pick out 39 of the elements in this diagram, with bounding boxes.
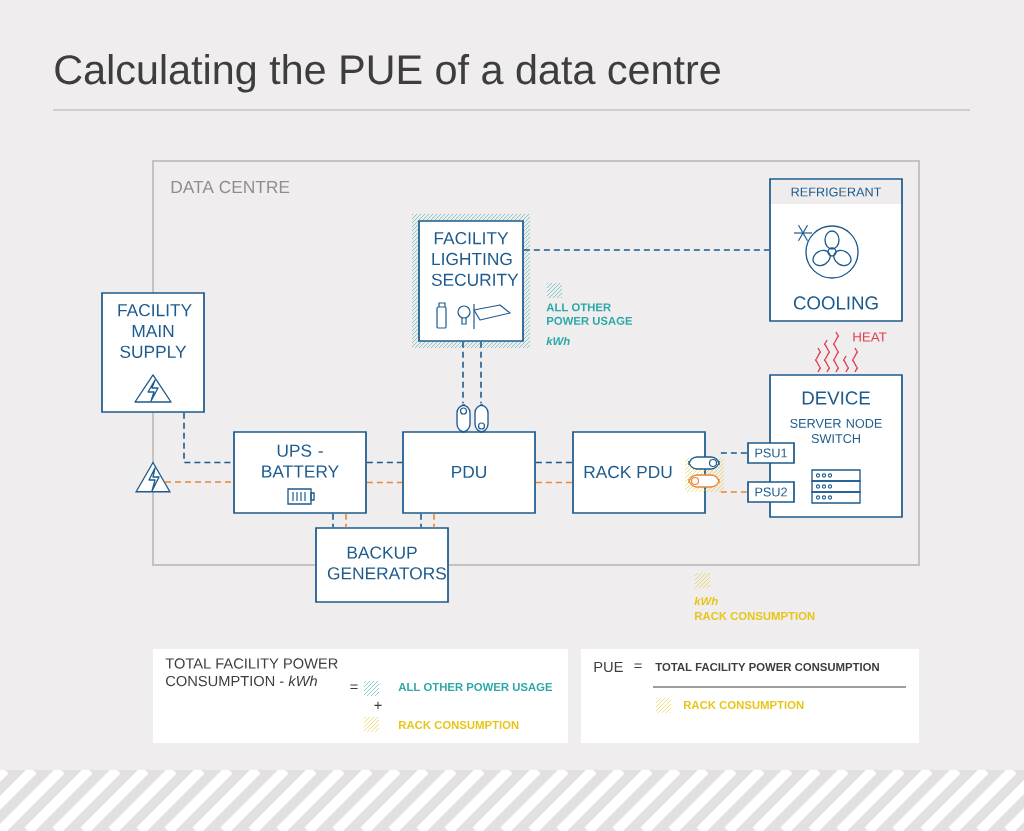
formula-term: TOTAL FACILITY POWER CONSUMPTION — [655, 663, 879, 671]
equals-sign: = — [350, 684, 358, 690]
psu-box: PSU2 — [747, 481, 795, 503]
unit-label: kWh — [546, 336, 570, 346]
title: Calculating the PUE of a data centre — [55, 54, 720, 93]
connector-line — [462, 341, 464, 404]
facility-box: FACILITY LIGHTING SECURITY — [418, 220, 524, 342]
connector-line — [332, 513, 334, 528]
rack-pdu-box — [572, 431, 706, 514]
cooling-box: REFRIGERANT COOLING — [769, 178, 903, 322]
formula-text: PUE — [594, 661, 623, 673]
formula-term: RACK CONSUMPTION — [399, 721, 519, 729]
formula-text: TOTAL FACILITY POWER CONSUMPTION - kWh — [165, 658, 338, 687]
ups-box: UPS - BATTERY — [233, 431, 367, 514]
heat-label: HEAT — [853, 332, 887, 342]
plus-sign: + — [374, 701, 382, 709]
connector-line — [420, 513, 422, 528]
generator-box: BACKUP GENERATORS — [315, 527, 449, 603]
connector-line — [535, 481, 573, 484]
formula-term: ALL OTHER POWER USAGE — [398, 683, 553, 691]
connector-line — [535, 461, 573, 464]
equals-sign: = — [634, 663, 642, 669]
connector-line — [366, 481, 403, 484]
connector-line — [720, 491, 748, 493]
psu-box: PSU1 — [747, 442, 795, 464]
connector-line — [480, 341, 482, 404]
connector-line — [523, 249, 770, 251]
formula-term: RACK CONSUMPTION — [684, 701, 804, 709]
connector-line — [164, 481, 234, 483]
pdu-box: PDU — [402, 404, 536, 514]
supply-box: FACILITY MAIN SUPPLY — [101, 292, 205, 413]
connector-line — [345, 513, 347, 528]
connector-line — [720, 452, 748, 454]
connector-line — [433, 513, 435, 528]
rack-pdu-box: RACK PDU — [584, 456, 720, 488]
legend-label: ALL OTHER POWER USAGE — [546, 303, 633, 325]
unit-label: kWh — [694, 596, 718, 606]
connector-line — [366, 461, 403, 464]
legend-label: RACK CONSUMPTION — [695, 612, 815, 620]
